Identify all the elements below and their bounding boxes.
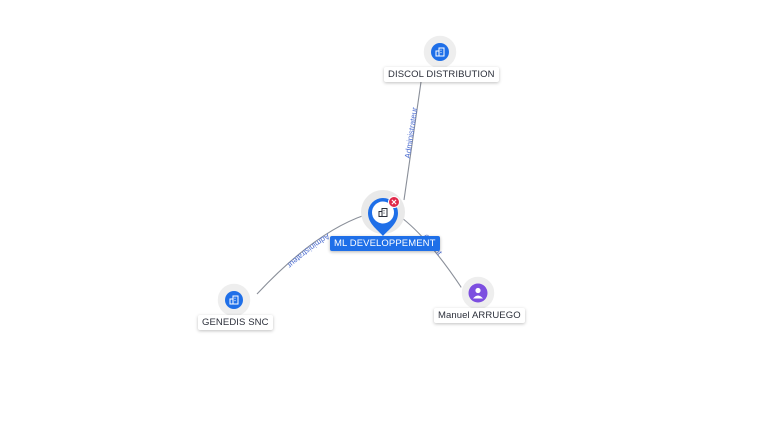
status-badge: [388, 196, 400, 208]
edge-label-genedis: Administrateur: [285, 232, 331, 271]
edge-label-discol: Administrateur: [403, 106, 419, 159]
building-icon: [378, 208, 388, 217]
edge-discol: Administrateur: [403, 81, 422, 201]
building-icon: [435, 47, 445, 57]
person-icon: [473, 287, 483, 299]
edge-genedis: Administrateur: [256, 214, 366, 295]
node-ml-developpement[interactable]: [361, 190, 405, 236]
node-label-discol[interactable]: DISCOL DISTRIBUTION: [384, 67, 499, 82]
edge-manuel: Gérant: [401, 217, 464, 291]
node-genedis-snc[interactable]: [216, 282, 252, 318]
node-discol-distribution[interactable]: [422, 34, 458, 70]
node-label-manuel[interactable]: Manuel ARRUEGO: [434, 308, 525, 323]
close-icon: [391, 199, 397, 205]
node-label-center[interactable]: ML DEVELOPPEMENT: [330, 236, 440, 251]
building-icon: [229, 295, 239, 305]
node-label-genedis[interactable]: GENEDIS SNC: [198, 315, 273, 330]
node-manuel-arruego[interactable]: [460, 275, 496, 311]
